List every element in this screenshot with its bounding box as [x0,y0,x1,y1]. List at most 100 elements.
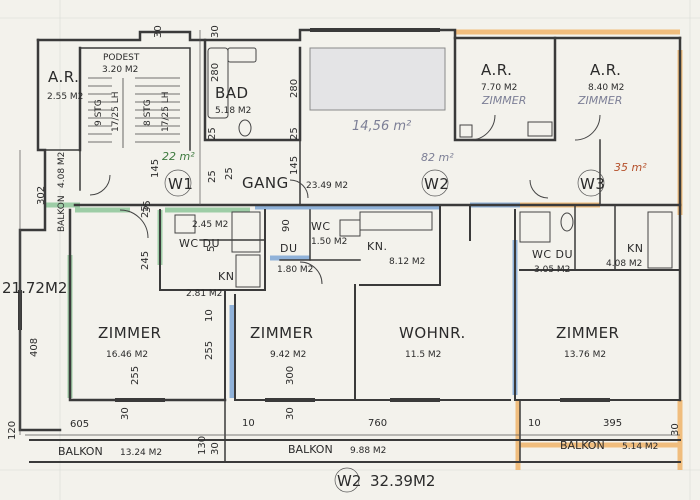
dim-255-a: 255 [130,366,141,385]
dim-10-c: 10 [528,418,541,429]
bathtub-bad [207,47,229,119]
wc-2-area: 1.50 M2 [311,237,347,247]
dim-25-d: 25 [140,205,151,218]
wohnr-name: WOHNR. [399,324,466,342]
podest-area: 3.20 M2 [102,65,138,75]
dim-408: 408 [29,338,40,357]
dim-280-a: 280 [210,63,221,82]
kn-1-name: KN [218,270,234,283]
ar-right-note: ZIMMER [577,94,622,107]
w2-bottom-circle [334,467,360,493]
dim-25-c: 25 [289,127,300,140]
shower-wc-3 [519,211,551,243]
w1-tag: W1 [168,175,193,193]
zimmer-3-name: ZIMMER [556,324,619,342]
side-total: 21.72M2 [2,279,67,297]
dim-30-d: 30 [120,407,131,420]
dim-30-e: 30 [670,423,681,436]
balkon-3-area: 5.14 M2 [622,442,658,452]
podest-name: PODEST [103,53,140,63]
dim-255-b: 255 [204,341,215,360]
zimmer-2-area: 9.42 M2 [270,350,306,360]
balkon-left-area: 4.08 M2 [57,152,67,188]
stove-kn-1 [235,254,261,288]
balkon-3-name: BALKON [560,439,605,452]
bottom-tag: W2 [337,472,361,490]
ar-right-name: A.R. [590,61,621,79]
dim-280-b: 280 [289,79,300,98]
gang-area: 23.49 M2 [306,181,348,191]
dim-245: 245 [140,251,151,270]
bottom-total: 32.39M2 [370,472,435,490]
w3-circle [577,169,605,197]
dim-25-e: 25 [224,167,235,180]
wc-2-name: WC [311,220,331,233]
fixtures [174,47,673,288]
dim-30-c: 30 [210,442,221,455]
kn-2-area: 8.12 M2 [389,257,425,267]
toilet-wc-3 [560,212,574,232]
dim-300: 300 [285,366,296,385]
hand-w3-area: 35 m² [614,161,647,174]
dim-90: 90 [281,219,292,232]
dim-30-a: 30 [153,25,164,38]
dim-25-b: 25 [207,170,218,183]
du-2-name: DU [280,242,298,255]
stair-label-d: 17/25 LH [161,91,171,132]
shower-wc-1 [231,211,261,253]
dim-130: 130 [197,436,208,455]
dim-145-b: 145 [289,156,300,175]
stove-ar-right [527,121,553,137]
w3-tag: W3 [580,175,605,193]
sink-ar-mid [459,124,473,138]
ar-left-area: 2.55 M2 [47,92,83,102]
wc-du-1-area: 2.45 M2 [192,220,228,230]
balkon-1-name: BALKON [58,445,103,458]
hand-w1-area: 22 m² [162,150,195,163]
dim-120: 120 [7,421,18,440]
sink-wc-1 [174,214,196,234]
dim-5: 5 [206,246,217,252]
dim-395: 395 [603,418,622,429]
toilet-bad [238,119,252,137]
bad-area: 5.18 M2 [215,106,251,116]
stair-label-a: 9 STG [94,99,104,126]
wc-du-3-name: WC DU [532,248,573,261]
stair-treads [88,77,180,148]
walls [18,28,682,463]
bathtub-podest [227,47,257,63]
zimmer-2-name: ZIMMER [250,324,313,342]
zimmer-1-name: ZIMMER [98,324,161,342]
stair-label-c: 8 STG [143,99,153,126]
dim-605: 605 [70,419,89,430]
ar-mid-note: ZIMMER [481,94,526,107]
dim-30-f: 30 [285,407,296,420]
dimension-lines [19,30,680,493]
kn-3-name: KN [627,242,643,255]
kn-3-area: 4.08 M2 [606,259,642,269]
door-swings [89,114,601,285]
hand-top-area: 14,56 m² [352,119,411,134]
dim-10-a: 10 [204,309,215,322]
ar-mid-area: 7.70 M2 [481,83,517,93]
balkon-1-area: 13.24 M2 [120,448,162,458]
wohnr-area: 11.5 M2 [405,350,441,360]
dim-30-b: 30 [210,25,221,38]
dim-35-a: 35 [142,200,153,213]
ar-right-area: 8.40 M2 [588,83,624,93]
dim-10-b: 10 [242,418,255,429]
balkon-2-name: BALKON [288,443,333,456]
hand-w2-area: 82 m² [421,151,454,164]
dim-302: 302 [36,186,47,205]
w2-tag: W2 [424,175,449,193]
dim-145: 145 [150,159,161,178]
kn-2-name: KN. [367,240,387,253]
dim-760: 760 [368,418,387,429]
wc-du-1-name: WC DU [179,237,220,250]
w1-circle [164,169,192,197]
zimmer-1-area: 16.46 M2 [106,350,148,360]
balkon-left-label: BALKON [57,195,67,232]
du-2-area: 1.80 M2 [277,265,313,275]
